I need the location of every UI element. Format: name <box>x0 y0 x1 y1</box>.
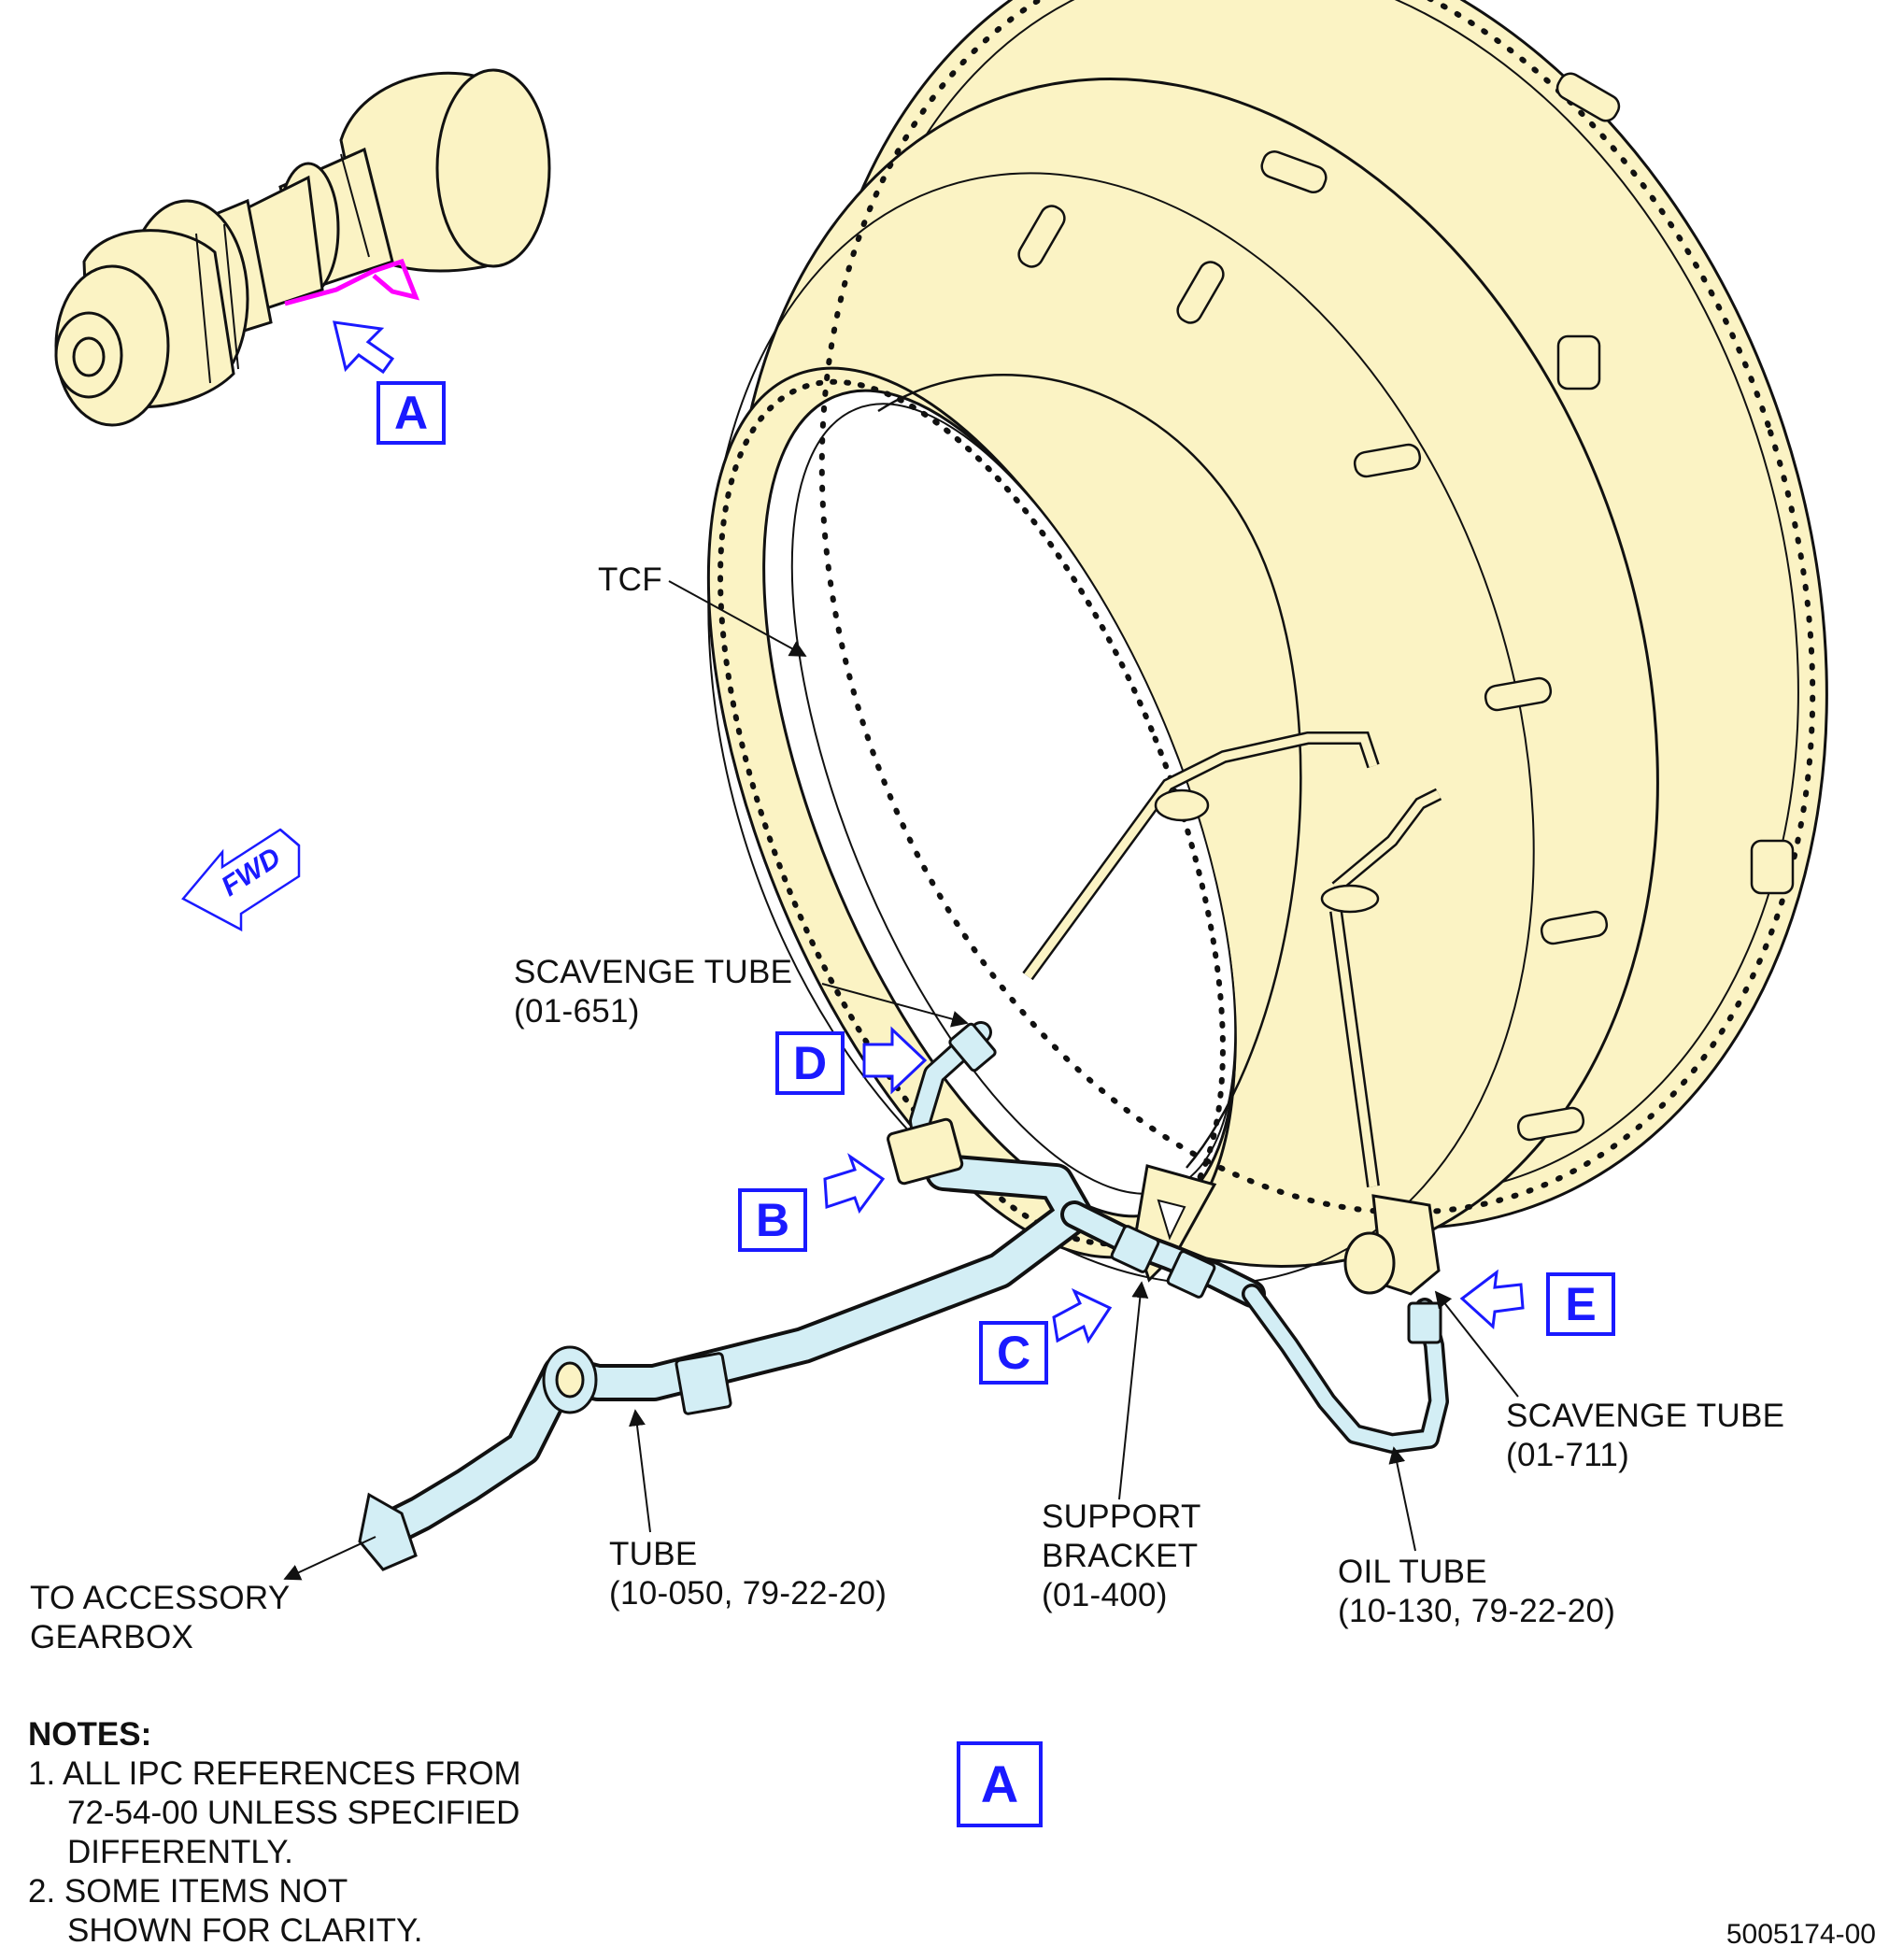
label-support-bracket-ref: (01-400) <box>1042 1577 1168 1613</box>
callout-e: E <box>1546 1272 1615 1336</box>
leader-lines <box>283 580 1519 1581</box>
note-1-line1: 1. ALL IPC REFERENCES FROM <box>28 1755 521 1792</box>
location-highlight <box>284 258 420 306</box>
label-oil-tube: OIL TUBE (10-130, 79-22-20) <box>1338 1553 1615 1631</box>
label-support-bracket-line1: SUPPORT <box>1042 1498 1201 1535</box>
tcf-frame <box>706 0 1828 1296</box>
label-support-bracket: SUPPORT BRACKET (01-400) <box>1042 1498 1201 1615</box>
label-scavenge-tube-711-ref: (01-711) <box>1506 1437 1630 1473</box>
callout-b: B <box>738 1188 807 1252</box>
label-oil-tube-ref: (10-130, 79-22-20) <box>1338 1593 1616 1629</box>
label-to-accessory-line2: GEARBOX <box>30 1619 194 1655</box>
view-arrow-a <box>333 320 395 375</box>
callout-a-top: A <box>376 381 446 445</box>
label-oil-tube-name: OIL TUBE <box>1338 1554 1487 1590</box>
label-tcf: TCF <box>598 561 662 598</box>
label-support-bracket-line2: BRACKET <box>1042 1538 1199 1574</box>
label-scavenge-tube-711-name: SCAVENGE TUBE <box>1506 1398 1785 1434</box>
label-tube-name: TUBE <box>609 1536 698 1572</box>
label-scavenge-tube-651-name: SCAVENGE TUBE <box>514 954 793 990</box>
note-1-line2: 72-54-00 UNLESS SPECIFIED <box>67 1795 520 1831</box>
label-to-accessory-line1: TO ACCESSORY <box>30 1580 291 1616</box>
label-tube-ref: (10-050, 79-22-20) <box>609 1575 888 1612</box>
notes-block: NOTES: 1. ALL IPC REFERENCES FROM 72-54-… <box>28 1715 521 1951</box>
callout-d: D <box>775 1031 845 1095</box>
fwd-arrow <box>181 828 301 932</box>
view-arrows <box>823 1026 1525 1344</box>
label-tube: TUBE (10-050, 79-22-20) <box>609 1535 887 1613</box>
tube-fittings <box>358 1022 1442 1571</box>
callout-c: C <box>979 1321 1048 1385</box>
note-2-line1: 2. SOME ITEMS NOT <box>28 1873 348 1910</box>
label-to-accessory-gearbox: TO ACCESSORY GEARBOX <box>30 1579 291 1657</box>
label-scavenge-tube-651-ref: (01-651) <box>514 993 640 1030</box>
callout-a-bottom: A <box>957 1741 1043 1827</box>
engine-overview <box>54 68 551 427</box>
label-scavenge-tube-711: SCAVENGE TUBE (01-711) <box>1506 1397 1784 1475</box>
note-1-line3: DIFFERENTLY. <box>67 1834 293 1870</box>
tubing <box>364 1021 1449 1551</box>
document-number: 5005174-00 <box>1726 1919 1876 1950</box>
notes-header: NOTES: <box>28 1716 152 1753</box>
note-2-line2: SHOWN FOR CLARITY. <box>67 1912 423 1949</box>
label-scavenge-tube-651: SCAVENGE TUBE (01-651) <box>514 953 792 1031</box>
